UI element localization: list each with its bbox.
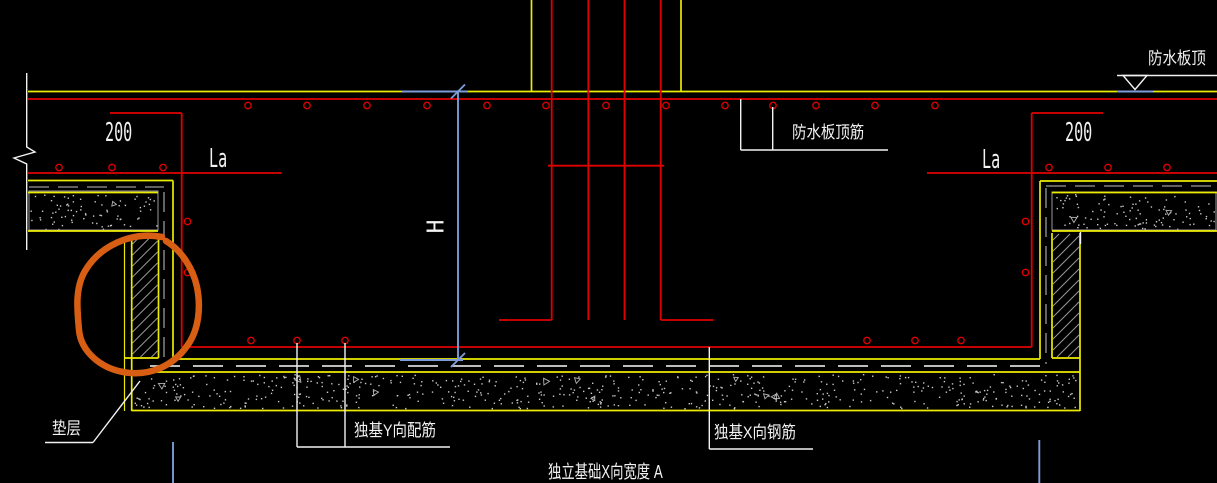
label-footing-y-rebar: 独基Y向配筋 (354, 421, 436, 440)
concrete-stipple-texture (30, 194, 1215, 410)
label-cushion-layer: 垫层 (52, 419, 81, 438)
leader-lines-and-symbols (12, 73, 1217, 450)
label-footing-x-rebar: 独基X向钢筋 (714, 423, 796, 442)
hand-drawn-highlight-circle (74, 232, 203, 377)
label-waterproof-slab-top-rebar: 防水板顶筋 (792, 123, 865, 142)
label-waterproof-slab-top: 防水板顶 (1148, 49, 1206, 68)
dimension-lines (172, 83, 1153, 483)
drawing-title: 独立基础X向宽度 A (548, 462, 663, 482)
dim-200-right: 200 (1065, 118, 1093, 148)
rebar-section-markers (55, 101, 1171, 345)
waterproof-membrane-lines (28, 185, 1217, 367)
dim-la-left: La (209, 144, 228, 174)
dim-la-right: La (982, 145, 1001, 175)
concrete-outline-lines (28, 0, 1217, 412)
dim-h: H (423, 219, 450, 234)
brick-formwork-hatch (132, 233, 1080, 358)
rebar-lines (28, 0, 1217, 348)
dim-200-left: 200 (105, 118, 133, 148)
